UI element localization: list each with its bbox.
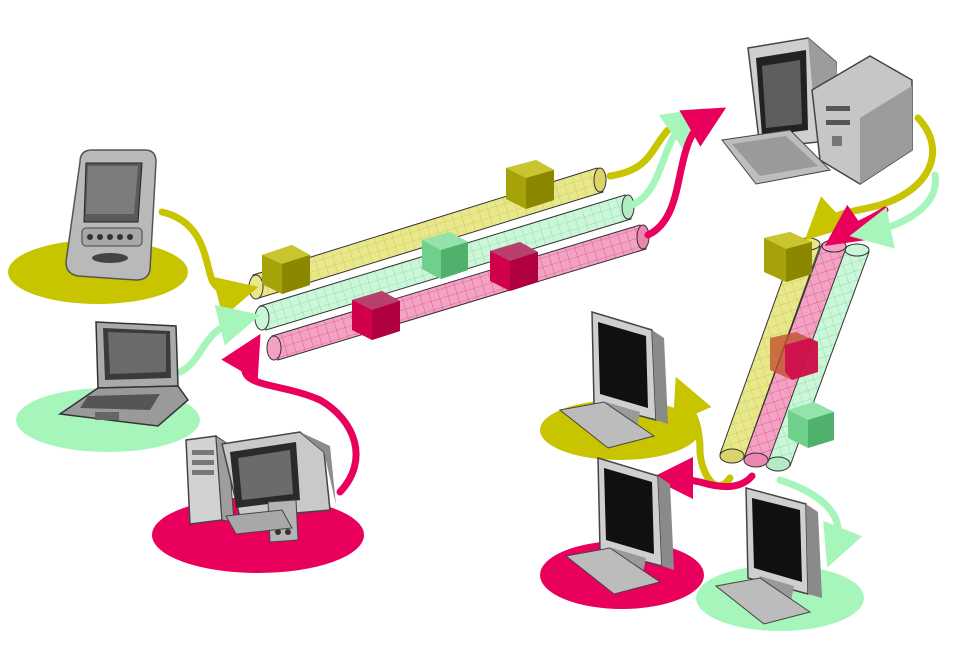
arrow-to-pink-terminal [651,457,756,500]
laptop-icon[interactable] [57,321,190,427]
right-channel-bundle [719,232,870,472]
arrow-desktop-to-channel [221,333,360,496]
arrow-pink-to-server [644,107,727,239]
arrow-server-to-green [849,171,939,249]
lcd-monitor-icon[interactable] [564,456,674,595]
arrow-laptop-to-channel [176,304,261,376]
packet-green-main [422,232,468,279]
packet-pink-main-2 [490,242,538,291]
flow-arrows [158,107,939,568]
packet-yellow-main-2 [506,160,554,209]
packet-yellow-right [764,232,812,282]
lcd-monitor-icon[interactable] [558,310,668,449]
packet-yellow-main-1 [262,245,310,294]
desktop-computer-icon[interactable] [185,431,336,543]
packet-green-right [788,402,834,448]
lcd-monitor-icon[interactable] [714,487,822,625]
pda-icon[interactable] [65,149,157,281]
arrow-to-green-terminal [776,476,863,568]
main-channel-bundle [248,160,650,361]
packet-pink-main-1 [352,291,400,340]
packet-pink-right [770,332,818,380]
arrow-pda-to-channel [158,208,259,318]
server-computer-icon[interactable] [721,37,913,185]
